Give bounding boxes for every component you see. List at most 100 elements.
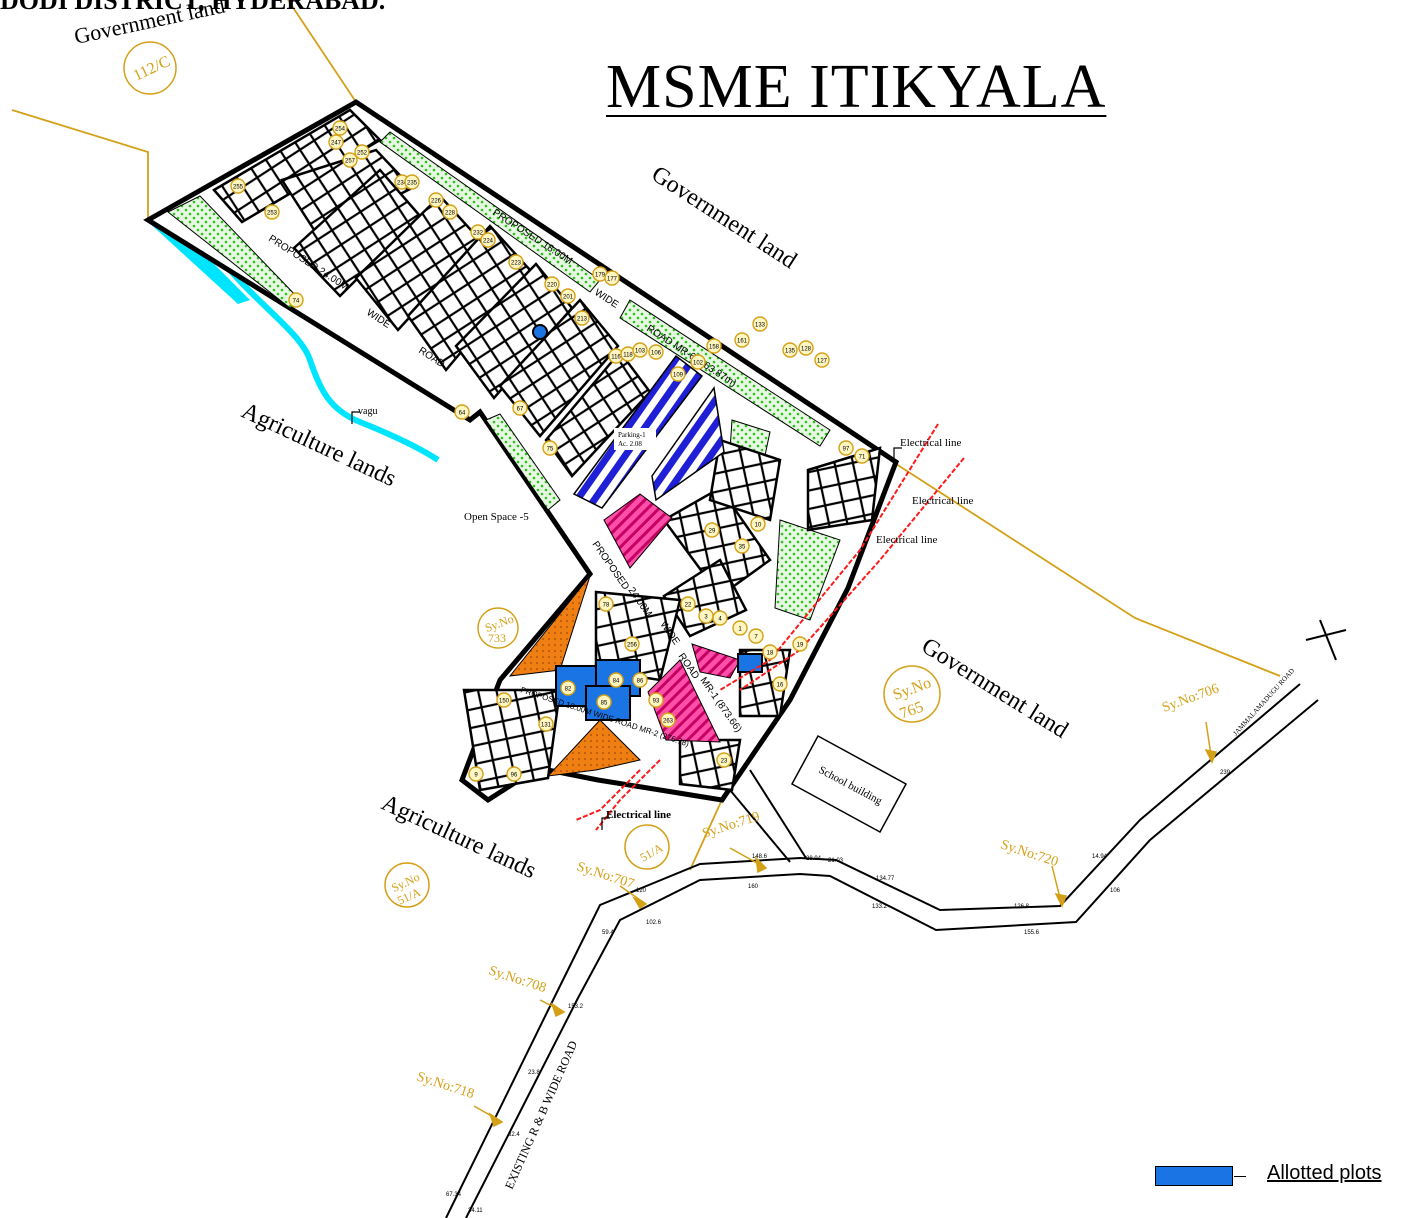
plot-number: 252 <box>357 151 368 157</box>
plot-marker-circle <box>660 712 676 728</box>
plot-number: 256 <box>627 643 638 649</box>
existing-road-label: EXISTING R & B WIDE ROAD <box>502 1038 580 1191</box>
pointer-708: Sy.No:708 <box>487 964 548 997</box>
plot-number: 179 <box>595 273 606 279</box>
plot-marker: 135 <box>782 342 798 358</box>
plot-marker-circle <box>706 338 722 354</box>
plot-marker: 1 <box>732 620 748 636</box>
dim-15: 153.2 <box>568 1004 584 1010</box>
plot-number: 234 <box>397 181 408 187</box>
plot-marker-circle <box>734 538 750 554</box>
plot-marker-circle <box>404 174 420 190</box>
electrical-lines <box>575 423 965 831</box>
plot-marker: 22 <box>680 596 696 612</box>
plot-marker: 254 <box>332 120 348 136</box>
plot-number: 127 <box>817 359 828 365</box>
plot-number: 10 <box>755 523 762 529</box>
dim-16: 23.8 <box>528 1070 540 1076</box>
plot-number: 232 <box>473 231 484 237</box>
plot-number: 226 <box>431 199 442 205</box>
plot-marker: 71 <box>854 448 870 464</box>
plot-number: 82 <box>565 687 572 693</box>
plot-number: 128 <box>801 347 812 353</box>
plot-marker-circle <box>838 440 854 456</box>
plot-marker: 103 <box>632 342 648 358</box>
plot-marker-circle <box>712 610 728 626</box>
plot-marker-circle <box>596 694 612 710</box>
plot-number: 18 <box>767 651 774 657</box>
plot-number: 1 <box>738 627 742 633</box>
dim-3: 28.94 <box>806 856 822 862</box>
plot-number: 133 <box>755 323 766 329</box>
plot-marker: 201 <box>560 288 576 304</box>
plot-marker: 29 <box>704 522 720 538</box>
legend: Allotted plots <box>1155 1162 1405 1190</box>
pointer-718: Sy.No:718 <box>415 1070 476 1103</box>
plot-marker: 93 <box>648 692 664 708</box>
plot-marker-circle <box>798 340 814 356</box>
district-caption: DODI DISTRICT, HYDERABAD. <box>0 0 386 15</box>
vagu-label: vagu <box>358 406 377 417</box>
school-building <box>790 734 908 834</box>
plot-marker-circle <box>506 766 522 782</box>
plot-marker: 223 <box>508 254 524 270</box>
plot-number: 64 <box>459 411 466 417</box>
plot-marker: 213 <box>574 310 590 326</box>
plot-marker-circle <box>762 644 778 660</box>
plot-number: 263 <box>663 719 674 725</box>
plot-number: 102 <box>693 361 704 367</box>
plot-number: 131 <box>541 723 552 729</box>
plot-marker-circle <box>542 440 558 456</box>
plot-number: 158 <box>709 345 720 351</box>
parking-1-area: Ac. 2.08 <box>618 440 642 448</box>
plot-marker-circle <box>538 716 554 732</box>
plot-marker: 150 <box>496 692 512 708</box>
pointer-719: Sy.No:719 <box>701 809 762 842</box>
plot-number: 16 <box>777 683 784 689</box>
plot-marker: 263 <box>660 712 676 728</box>
plot-marker-circle <box>454 404 470 420</box>
plot-marker: 9 <box>468 766 484 782</box>
plot-marker: 228 <box>442 204 458 220</box>
dim-14: 59.4 <box>602 930 614 936</box>
plot-number: 254 <box>335 127 346 133</box>
plot-marker-circle <box>680 596 696 612</box>
plot-marker-circle <box>716 752 732 768</box>
plot-number: 106 <box>651 351 662 357</box>
plot-marker: 7 <box>748 628 764 644</box>
survey-765-a: Sy.No <box>891 674 934 703</box>
parking-1-label: Parking-1 <box>618 431 646 439</box>
plot-marker-circle <box>604 270 620 286</box>
plot-number: 96 <box>511 773 518 779</box>
plot-number: 150 <box>499 699 510 705</box>
plot-marker-circle <box>342 152 358 168</box>
plot-marker: 19 <box>792 636 808 652</box>
plot-marker: 84 <box>608 672 624 688</box>
plot-marker: 128 <box>798 340 814 356</box>
plot-marker: 235 <box>404 174 420 190</box>
plot-number: 86 <box>637 679 644 685</box>
plot-number: 109 <box>673 373 684 379</box>
plot-marker-circle <box>670 366 686 382</box>
plot-marker: 67 <box>512 400 528 416</box>
plot-number: 22 <box>685 603 692 609</box>
dim-11: 239 <box>1220 770 1231 776</box>
page-title: MSME ITIKYALA <box>606 53 1107 121</box>
plot-marker: 255 <box>230 178 246 194</box>
plot-marker: 82 <box>560 680 576 696</box>
stream-inlet <box>146 216 250 304</box>
parking-label-box <box>614 428 656 450</box>
plot-marker-circle <box>328 134 344 150</box>
electrical-label-4: Electrical line <box>606 809 671 821</box>
plot-marker: 106 <box>648 344 664 360</box>
plot-number: 220 <box>547 283 558 289</box>
plot-marker: 85 <box>596 694 612 710</box>
dim-4: 21.03 <box>828 858 844 864</box>
existing-roads <box>445 619 1347 1218</box>
plot-marker: 158 <box>706 338 722 354</box>
vagu-stream <box>211 248 440 463</box>
plot-marker: 96 <box>506 766 522 782</box>
plot-marker-circle <box>732 620 748 636</box>
plot-marker: 220 <box>544 276 560 292</box>
